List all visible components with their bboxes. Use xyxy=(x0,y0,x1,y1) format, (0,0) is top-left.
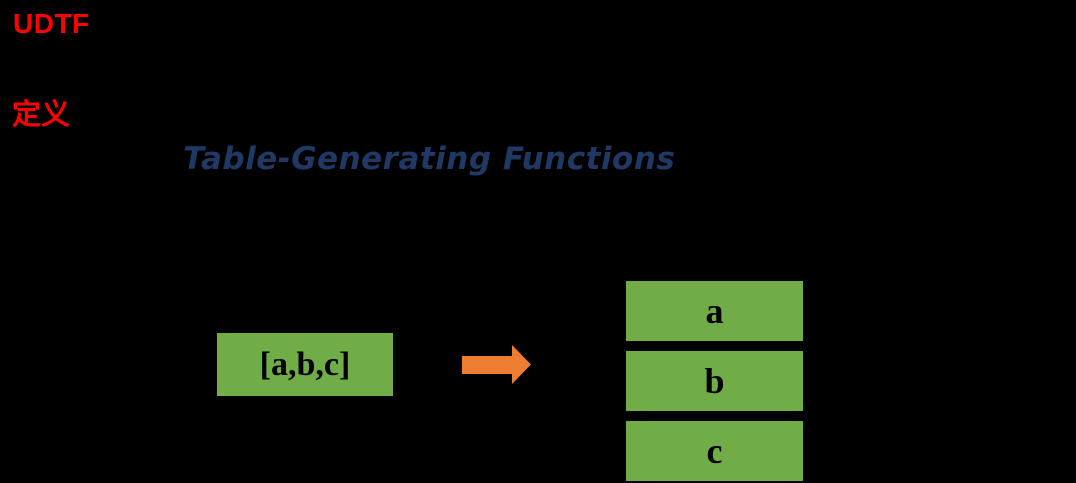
output-row-a: a xyxy=(626,281,803,341)
input-array-box: [a,b,c] xyxy=(217,333,393,396)
subtitle-table-generating-functions: Table-Generating Functions xyxy=(183,141,676,177)
right-arrow-shape xyxy=(462,345,531,384)
output-row-b: b xyxy=(626,351,803,411)
section-label-definition: 定义 xyxy=(12,99,71,131)
page-title: UDTF xyxy=(13,8,90,39)
output-row-c: c xyxy=(626,421,803,481)
right-arrow-icon xyxy=(462,345,531,384)
